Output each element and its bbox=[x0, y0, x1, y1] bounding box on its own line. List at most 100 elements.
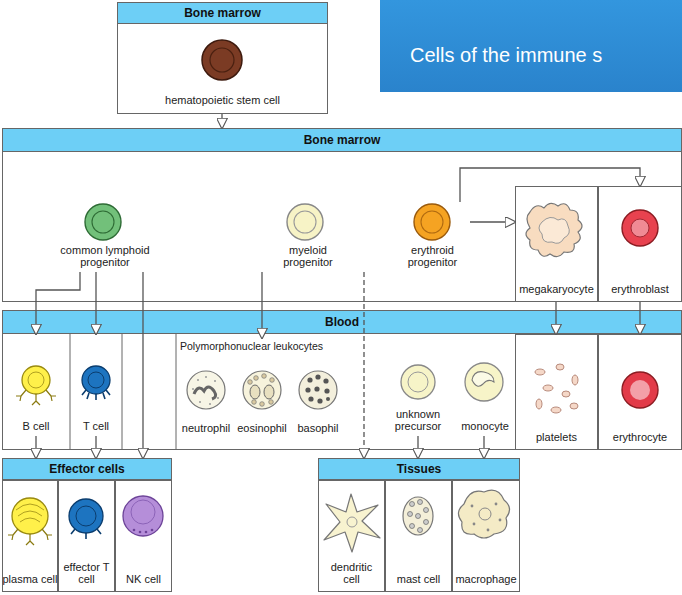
column-divider bbox=[70, 334, 71, 450]
platelet bbox=[536, 399, 542, 409]
granules bbox=[305, 374, 330, 403]
cell-label: T cell bbox=[83, 420, 109, 433]
cell-body bbox=[324, 494, 380, 552]
granule bbox=[192, 388, 194, 390]
lineage-arrow bbox=[221, 114, 222, 128]
platelet bbox=[562, 391, 570, 397]
effector-t-cell-icon bbox=[69, 499, 103, 539]
cell-label: effector T cell bbox=[62, 561, 112, 586]
granule bbox=[495, 503, 498, 506]
lymphoid-progenitor-icon bbox=[85, 204, 121, 240]
granule bbox=[324, 388, 329, 393]
cell-label: megakaryocyte bbox=[519, 283, 594, 296]
cell-body bbox=[526, 203, 582, 256]
granule bbox=[408, 512, 413, 517]
cell-label: unknown precursor bbox=[383, 408, 453, 433]
panel-header: Bone marrow bbox=[2, 128, 682, 152]
granule bbox=[252, 400, 257, 405]
cell-body bbox=[287, 204, 323, 240]
cell-nucleus bbox=[294, 211, 316, 233]
granules bbox=[248, 374, 275, 407]
cell-node: mast cell bbox=[385, 480, 452, 592]
granule bbox=[145, 531, 148, 534]
cell-label: B cell bbox=[23, 420, 50, 433]
granule bbox=[418, 528, 423, 533]
cell-label: neutrophil bbox=[182, 422, 230, 435]
erythroid-progenitor-icon bbox=[414, 204, 450, 240]
platelet bbox=[556, 364, 564, 370]
stem-cell-icon bbox=[202, 40, 242, 80]
cell-center bbox=[630, 380, 650, 400]
eosinophil-icon bbox=[243, 371, 281, 409]
granule bbox=[473, 523, 476, 526]
cell-body bbox=[458, 490, 509, 538]
cell-nucleus bbox=[539, 217, 569, 243]
cell-body bbox=[243, 371, 281, 409]
cell-node: basophil bbox=[290, 358, 346, 438]
granule bbox=[133, 529, 136, 532]
cell-node: erythrocyte bbox=[598, 334, 682, 450]
cell-nucleus bbox=[131, 500, 155, 524]
granule bbox=[260, 402, 265, 407]
granule bbox=[269, 400, 274, 405]
group-heading: Polymorphonuclear leukocytes bbox=[180, 340, 346, 352]
cell-node: monocyte bbox=[454, 350, 516, 436]
granules bbox=[133, 529, 154, 534]
cell-nucleus bbox=[472, 372, 494, 387]
granule bbox=[307, 377, 312, 382]
cell-body bbox=[299, 371, 337, 409]
cell-body bbox=[85, 204, 121, 240]
unknown-precursor-icon bbox=[401, 365, 435, 399]
column-divider bbox=[176, 334, 177, 450]
column-divider bbox=[70, 334, 176, 450]
granule bbox=[199, 401, 201, 403]
cell-nucleus bbox=[250, 385, 260, 399]
receptor bbox=[71, 529, 101, 539]
granules bbox=[471, 503, 502, 532]
granule bbox=[151, 529, 154, 532]
cell-label: macrophage bbox=[455, 573, 516, 586]
panel-header: Bone marrow bbox=[117, 2, 328, 24]
granule bbox=[487, 529, 490, 532]
cell-node: myeloid progenitor bbox=[250, 202, 366, 272]
platelets-icon bbox=[535, 364, 578, 413]
dendritic-cell-icon bbox=[324, 494, 380, 552]
cell-nucleus bbox=[210, 48, 234, 72]
cell-body bbox=[403, 497, 433, 535]
granules bbox=[192, 376, 219, 405]
cell-label: mast cell bbox=[397, 573, 440, 586]
cell-nucleus bbox=[479, 508, 491, 520]
cell-label: eosinophil bbox=[237, 422, 287, 435]
cell-body bbox=[123, 496, 163, 536]
cell-label: platelets bbox=[536, 431, 577, 444]
cell-node: plasma cell bbox=[2, 480, 58, 592]
cell-nucleus bbox=[631, 219, 649, 237]
lineage-arrow bbox=[417, 436, 418, 458]
megakaryocyte-icon bbox=[526, 203, 582, 256]
granule bbox=[214, 380, 216, 382]
cell-label: myeloid progenitor bbox=[268, 244, 348, 269]
receptor bbox=[8, 529, 52, 545]
macrophage-icon bbox=[458, 490, 509, 538]
cell-node: macrophage bbox=[452, 480, 520, 592]
cell-er bbox=[16, 504, 44, 522]
receptor bbox=[16, 390, 56, 405]
cell-body bbox=[202, 40, 242, 80]
cell-node: hematopoietic stem cell bbox=[130, 34, 315, 110]
myeloid-progenitor-icon bbox=[287, 204, 323, 240]
cell-body bbox=[69, 499, 103, 533]
mast-cell-icon bbox=[403, 497, 433, 535]
granule bbox=[197, 379, 199, 381]
erythrocyte-icon bbox=[622, 372, 658, 408]
granule bbox=[317, 398, 322, 403]
granule bbox=[323, 378, 328, 383]
cell-label: dendritic cell bbox=[324, 561, 379, 586]
cell-label: erythrocyte bbox=[613, 431, 667, 444]
cell-body bbox=[22, 366, 50, 394]
panel-box: Bone marrow hematopoietic stem cell bbox=[117, 2, 328, 114]
panel-header: Tissues bbox=[318, 458, 520, 480]
cell-body bbox=[82, 366, 110, 394]
platelet bbox=[535, 369, 545, 375]
cell-nucleus bbox=[76, 506, 96, 526]
panel-box: Effector cellsplasma celleffector T cell… bbox=[2, 458, 172, 592]
